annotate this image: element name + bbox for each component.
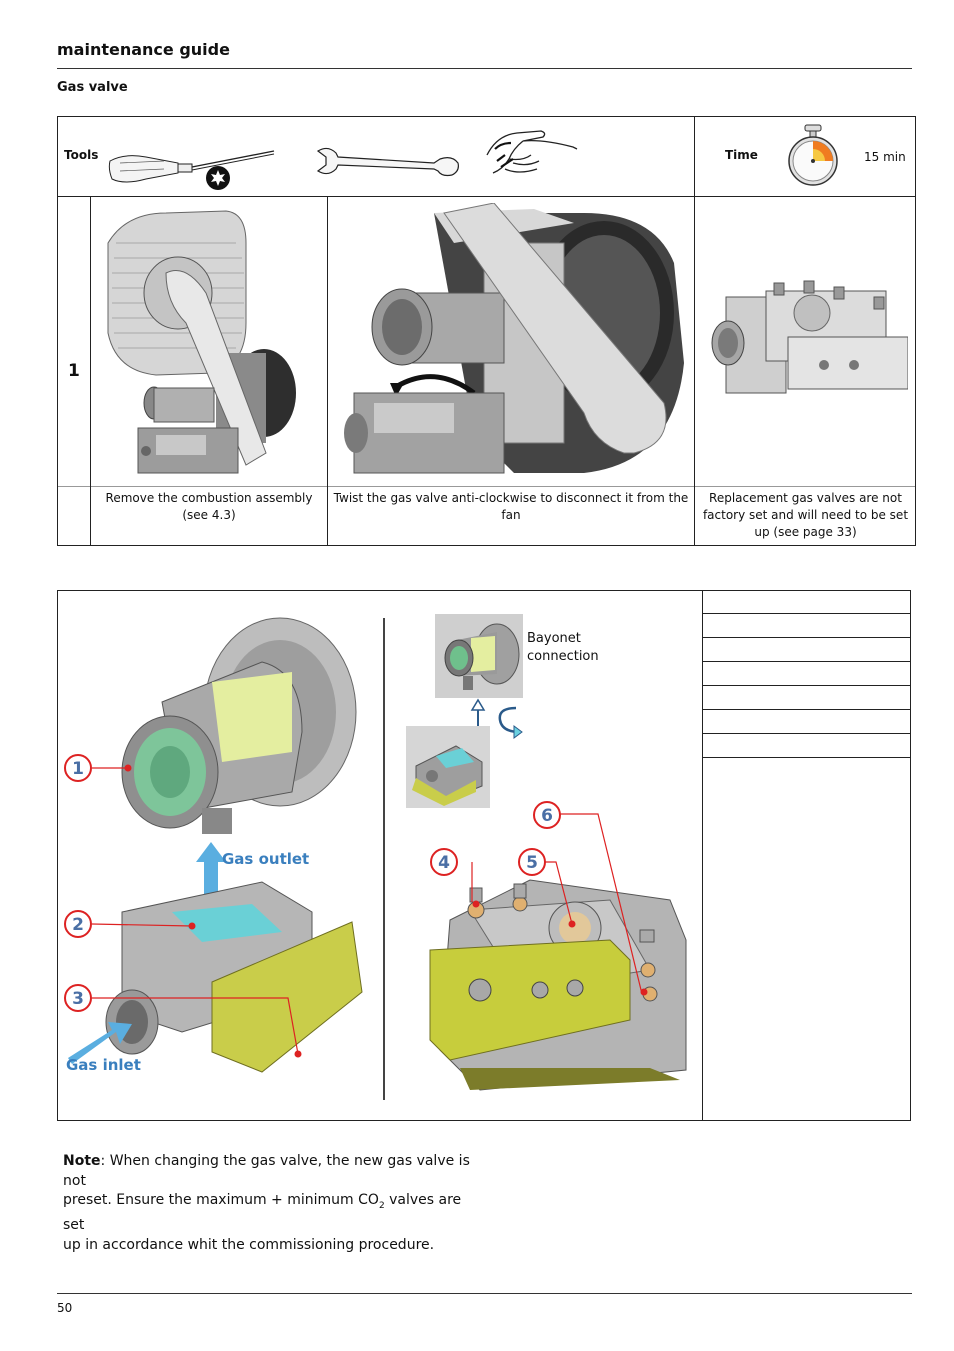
image-caption-divider xyxy=(58,486,915,487)
side-table-row xyxy=(703,661,911,662)
torx-bit-icon xyxy=(206,166,230,190)
tools-label: Tools xyxy=(64,148,99,162)
side-table-row xyxy=(703,685,911,686)
side-table-row xyxy=(703,613,911,614)
note-text: Note: When changing the gas valve, the n… xyxy=(63,1153,470,1253)
callout-3: 3 xyxy=(64,984,92,1012)
page-title: Gas valve xyxy=(57,80,128,95)
note-bold-label: Note xyxy=(63,1153,101,1169)
time-label: Time xyxy=(725,148,758,162)
step-caption-2: Twist the gas valve anti-clockwise to di… xyxy=(333,491,689,522)
svg-text:4: 4 xyxy=(438,853,450,873)
combustion-assembly-image xyxy=(107,210,296,474)
callout-4: 4 xyxy=(430,848,458,876)
side-table-row xyxy=(703,733,911,734)
bayonet-label: Bayonet connection xyxy=(527,631,599,664)
twist-valve-image xyxy=(344,203,684,474)
screwdriver-icon xyxy=(108,150,275,183)
time-value: 15 min xyxy=(864,150,906,164)
callout-6: 6 xyxy=(533,801,561,829)
diagram-separator xyxy=(383,618,385,1100)
header-rule xyxy=(57,68,912,69)
panel-col-divider xyxy=(702,590,703,1121)
side-table-row xyxy=(703,637,911,638)
gas-outlet-label: Gas outlet xyxy=(222,850,309,868)
side-table-row xyxy=(703,757,911,758)
page-number: 50 xyxy=(57,1301,73,1315)
table-col-divider xyxy=(327,196,328,545)
step-caption-3: Replacement gas valves are not factory s… xyxy=(702,491,909,539)
step-number: 1 xyxy=(68,361,80,381)
valve-adjustment-diagram xyxy=(429,813,687,1091)
bayonet-connection-image xyxy=(435,614,523,698)
callout-5: 5 xyxy=(518,848,546,876)
stopwatch-icon xyxy=(788,124,838,186)
exploded-valve-diagram: Gas outlet Gas inlet xyxy=(66,617,363,1074)
gloved-hand-icon xyxy=(486,130,578,174)
section-title: maintenance guide xyxy=(57,40,230,59)
spanner-icon xyxy=(316,147,459,177)
svg-text:3: 3 xyxy=(72,989,84,1009)
procedure-table: Tools Time 15 min 1 xyxy=(57,116,916,546)
svg-text:5: 5 xyxy=(526,853,538,873)
svg-text:2: 2 xyxy=(72,915,84,935)
footer-rule xyxy=(57,1293,912,1294)
valve-thumbnail-image xyxy=(406,726,490,808)
callout-1: 1 xyxy=(64,754,92,782)
table-row-divider xyxy=(58,196,915,197)
side-table-row xyxy=(703,709,911,710)
gas-valve-diagram-panel xyxy=(57,590,911,1121)
replacement-valve-image xyxy=(711,280,908,394)
callout-2: 2 xyxy=(64,910,92,938)
gas-inlet-label: Gas inlet xyxy=(66,1056,141,1074)
step-caption-1: Remove the combustion assembly (see 4.3) xyxy=(105,491,313,522)
table-col-divider xyxy=(90,196,91,545)
svg-text:6: 6 xyxy=(541,806,553,826)
svg-text:1: 1 xyxy=(72,759,84,779)
table-col-divider xyxy=(694,117,695,545)
